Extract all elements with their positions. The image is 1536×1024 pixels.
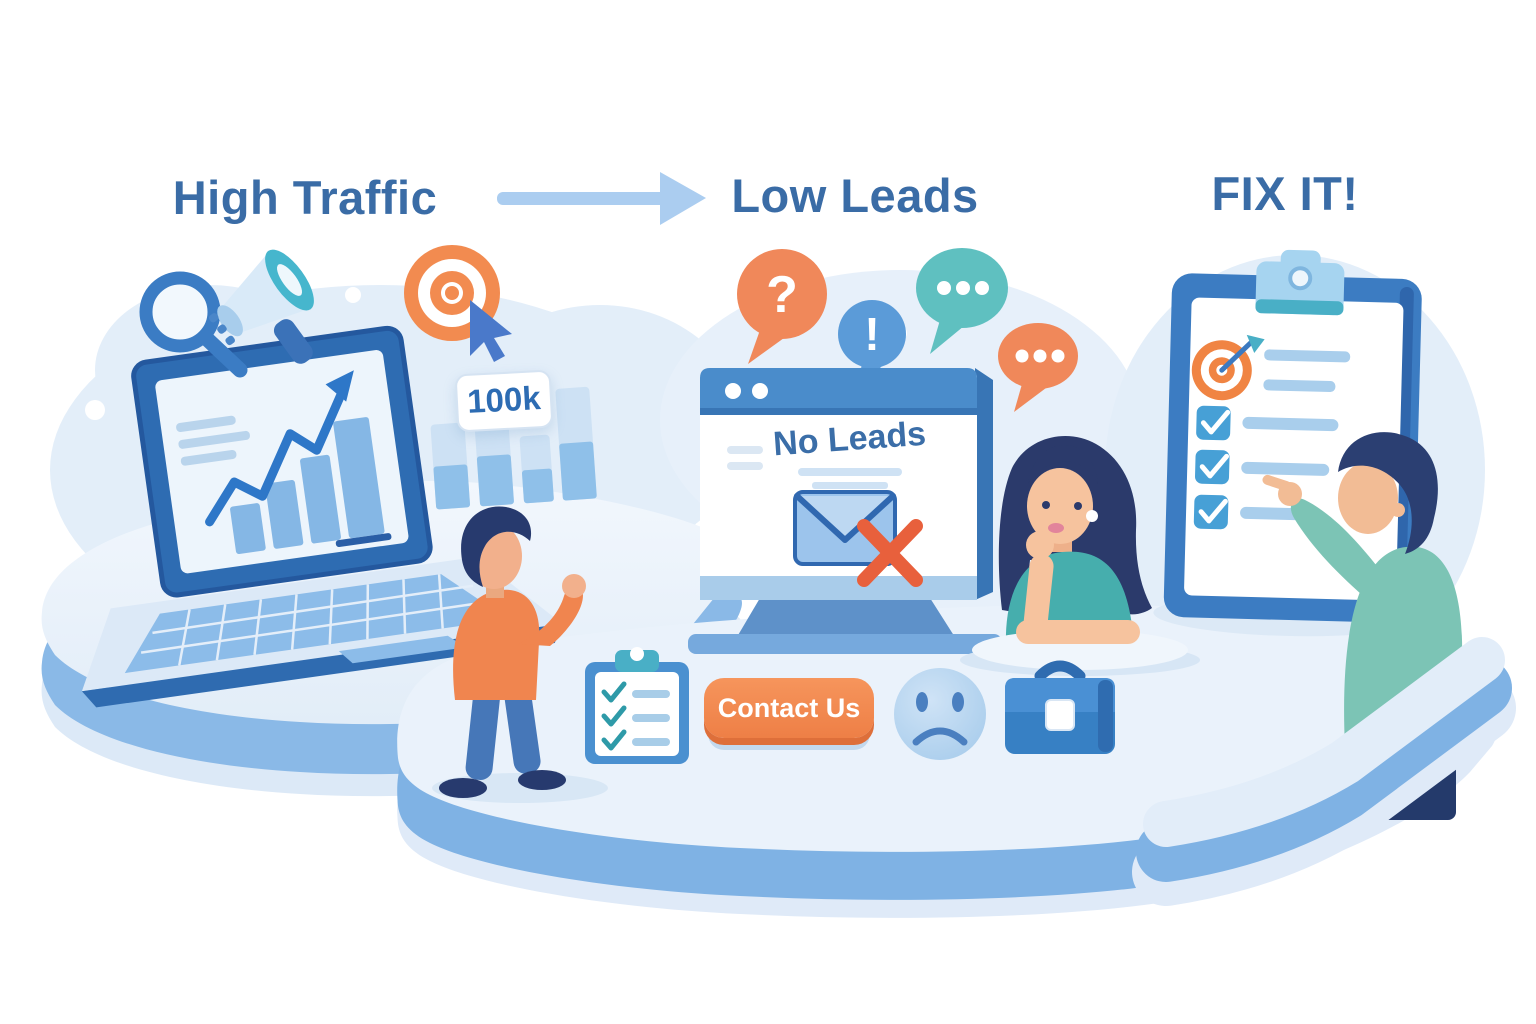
chat-dots-bubble-teal (916, 248, 1008, 354)
target-cursor-icon (404, 245, 512, 362)
right-platform-rim (1132, 637, 1516, 906)
contact-us-button[interactable]: Contact Us (704, 678, 874, 738)
clipboard-text-lines (1240, 349, 1351, 521)
growth-line (205, 389, 346, 527)
checklist-checkboxes (1193, 405, 1231, 530)
chat-dots-bubble-orange (998, 323, 1078, 412)
screen-text-lines (176, 415, 250, 466)
growth-arrowhead (325, 370, 354, 402)
decor-dot (85, 400, 105, 420)
megaphone-icon (208, 249, 314, 364)
screen-chart-bars (230, 417, 385, 555)
flow-arrow-icon (497, 172, 706, 225)
briefcase-icon (1005, 660, 1115, 754)
gesturing-man-figure (432, 506, 608, 803)
checklist-clipboard-small (585, 647, 689, 764)
browser-window-graphic (688, 368, 1002, 654)
trackpad (338, 635, 466, 664)
target-dart-icon (1191, 334, 1265, 401)
body-text-lines (798, 468, 902, 489)
x-mark-icon (857, 519, 923, 587)
question-bubble (737, 249, 827, 364)
exclamation-glyph: ! (864, 308, 879, 360)
magnifier-icon (139, 271, 248, 378)
decor-dot (345, 287, 361, 303)
laptop-analytics-graphic (81, 325, 563, 708)
question-mark-glyph: ? (766, 266, 798, 324)
sad-face-icon (894, 668, 986, 760)
cursor-icon (470, 300, 512, 362)
woman-thinking-figure (960, 436, 1200, 676)
envelope-icon (793, 490, 897, 566)
menu-lines (727, 446, 763, 470)
keyboard-grid (140, 574, 492, 666)
